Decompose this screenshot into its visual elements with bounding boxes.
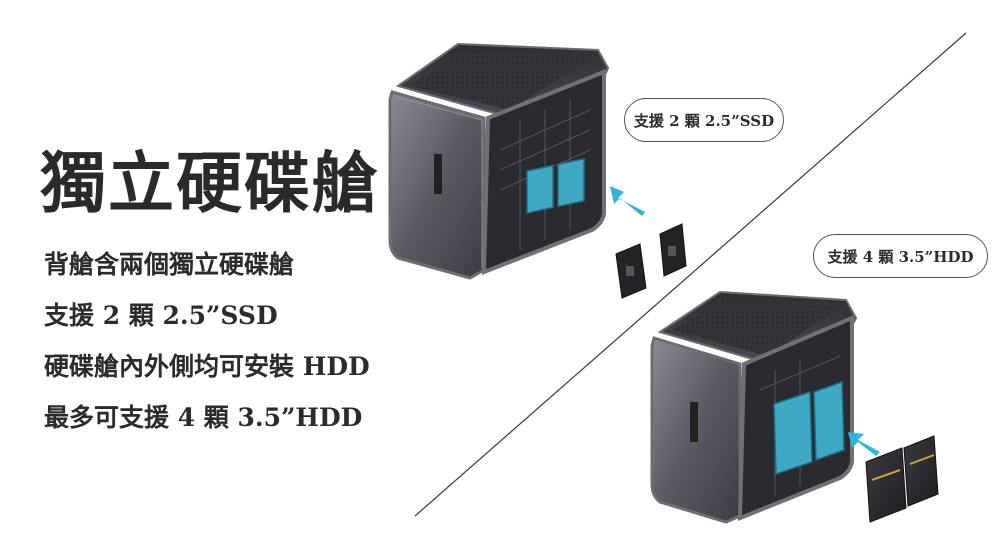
- pc-case-ssd: [388, 42, 610, 280]
- hdd-support-badge: 支援 4 顆 3.5”HDD: [813, 234, 988, 278]
- ssd-drives: [615, 223, 687, 299]
- feature-item: 支援 2 顆 2.5”SSD: [44, 301, 278, 330]
- diagonal-divider: [414, 32, 967, 517]
- feature-item: 最多可支援 4 顆 3.5”HDD: [44, 403, 363, 432]
- ssd-support-badge: 支援 2 顆 2.5”SSD: [624, 98, 784, 142]
- pc-case-hdd: [650, 290, 858, 524]
- insert-arrow-icon: [610, 186, 645, 216]
- insert-arrow-icon: [848, 432, 880, 456]
- hdd-drives: [865, 435, 939, 523]
- feature-item: 硬碟艙內外側均可安裝 HDD: [44, 352, 370, 381]
- feature-list: 背艙含兩個獨立硬碟艙 支援 2 顆 2.5”SSD 硬碟艙內外側均可安裝 HDD…: [44, 252, 370, 456]
- feature-item: 背艙含兩個獨立硬碟艙: [44, 250, 295, 279]
- page-title: 獨立硬碟艙: [40, 144, 380, 222]
